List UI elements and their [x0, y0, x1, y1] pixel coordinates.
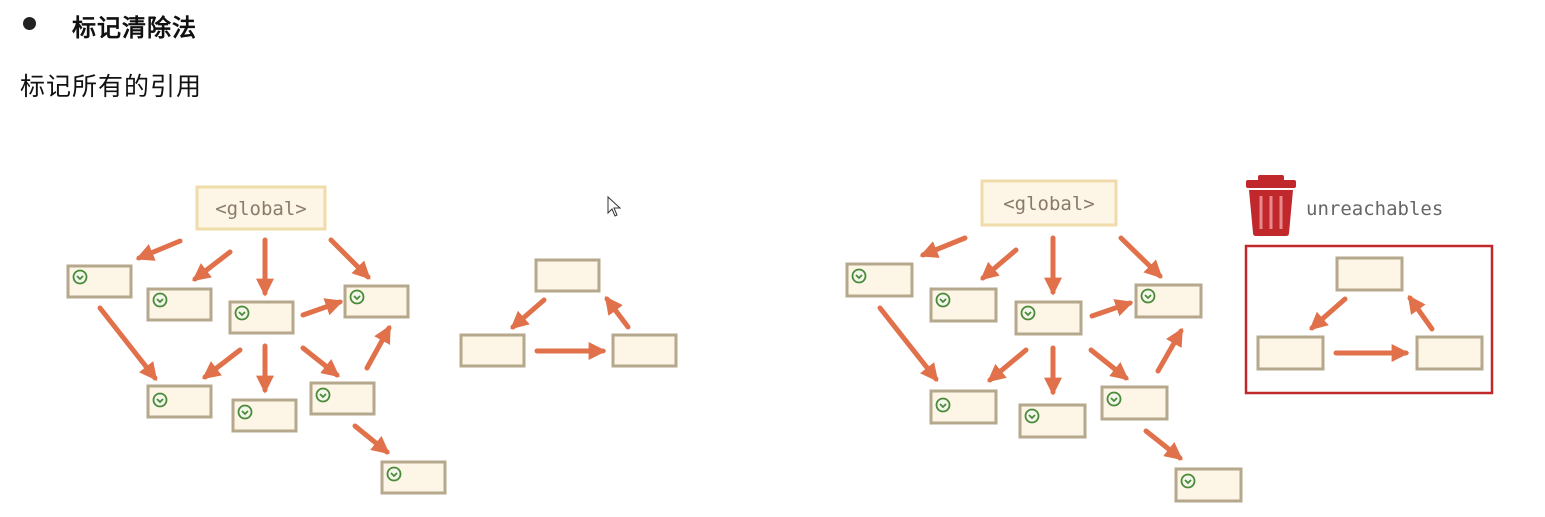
section-description: 标记所有的引用: [20, 72, 203, 101]
unreachable-node: [611, 333, 678, 368]
reference-arrow: [1309, 296, 1348, 331]
reference-arrow: [919, 235, 968, 258]
reachable-node: [929, 287, 998, 323]
reference-arrow: [604, 296, 631, 330]
reference-arrow: [1118, 235, 1163, 279]
reachable-node: [1014, 300, 1083, 336]
reference-arrow: [1089, 299, 1134, 319]
reference-arrow: [328, 237, 371, 280]
reachable-node: [1100, 385, 1169, 421]
mouse-cursor-icon: [607, 195, 622, 217]
reachable-node: [66, 264, 133, 299]
reachable-node: [380, 460, 447, 495]
unreachables-box: [1244, 244, 1494, 395]
reference-arrow: [352, 423, 390, 455]
right-diagram: <global> unreachables: [845, 175, 1494, 503]
reference-arrow: [300, 345, 340, 378]
reachable-node: [228, 300, 295, 335]
reachable-node: [146, 384, 213, 419]
global-node: [980, 179, 1118, 227]
reference-arrow: [135, 238, 183, 261]
reachable-node: [929, 389, 998, 425]
reachable-node: [1018, 403, 1087, 439]
reference-arrow: [97, 305, 158, 381]
global-node-label: <global>: [215, 198, 307, 220]
reference-arrow: [1143, 428, 1183, 461]
reference-arrow: [1407, 295, 1435, 332]
reference-arrow: [510, 297, 547, 330]
unreachable-node: [534, 258, 601, 293]
global-node: [195, 185, 327, 231]
reachable-node: [1134, 283, 1203, 319]
trash-can-icon: [1246, 175, 1296, 236]
unreachable-node: [1415, 335, 1484, 371]
reference-arrow: [300, 298, 344, 318]
unreachable-node: [1256, 335, 1325, 371]
left-diagram: <global>: [66, 185, 678, 495]
reference-arrow: [1088, 347, 1129, 381]
section-heading: 标记清除法: [72, 14, 197, 42]
unreachable-node: [459, 333, 526, 368]
reference-arrow: [202, 347, 243, 380]
reachable-node: [343, 284, 410, 319]
reference-arrow: [364, 324, 392, 371]
reachable-node: [1174, 467, 1243, 503]
reference-arrow: [987, 347, 1029, 383]
reference-arrow: [980, 247, 1019, 281]
bullet-dot: [23, 17, 36, 30]
reference-arrow: [192, 249, 233, 282]
reachable-node: [146, 287, 213, 322]
unreachable-node: [1335, 256, 1404, 292]
reference-arrow: [1155, 327, 1184, 374]
global-node-label: <global>: [1003, 193, 1095, 215]
reference-arrow: [877, 305, 939, 382]
reachable-node: [231, 398, 298, 433]
reachable-node: [845, 262, 914, 298]
reachable-node: [309, 381, 376, 416]
unreachables-label: unreachables: [1306, 198, 1443, 220]
